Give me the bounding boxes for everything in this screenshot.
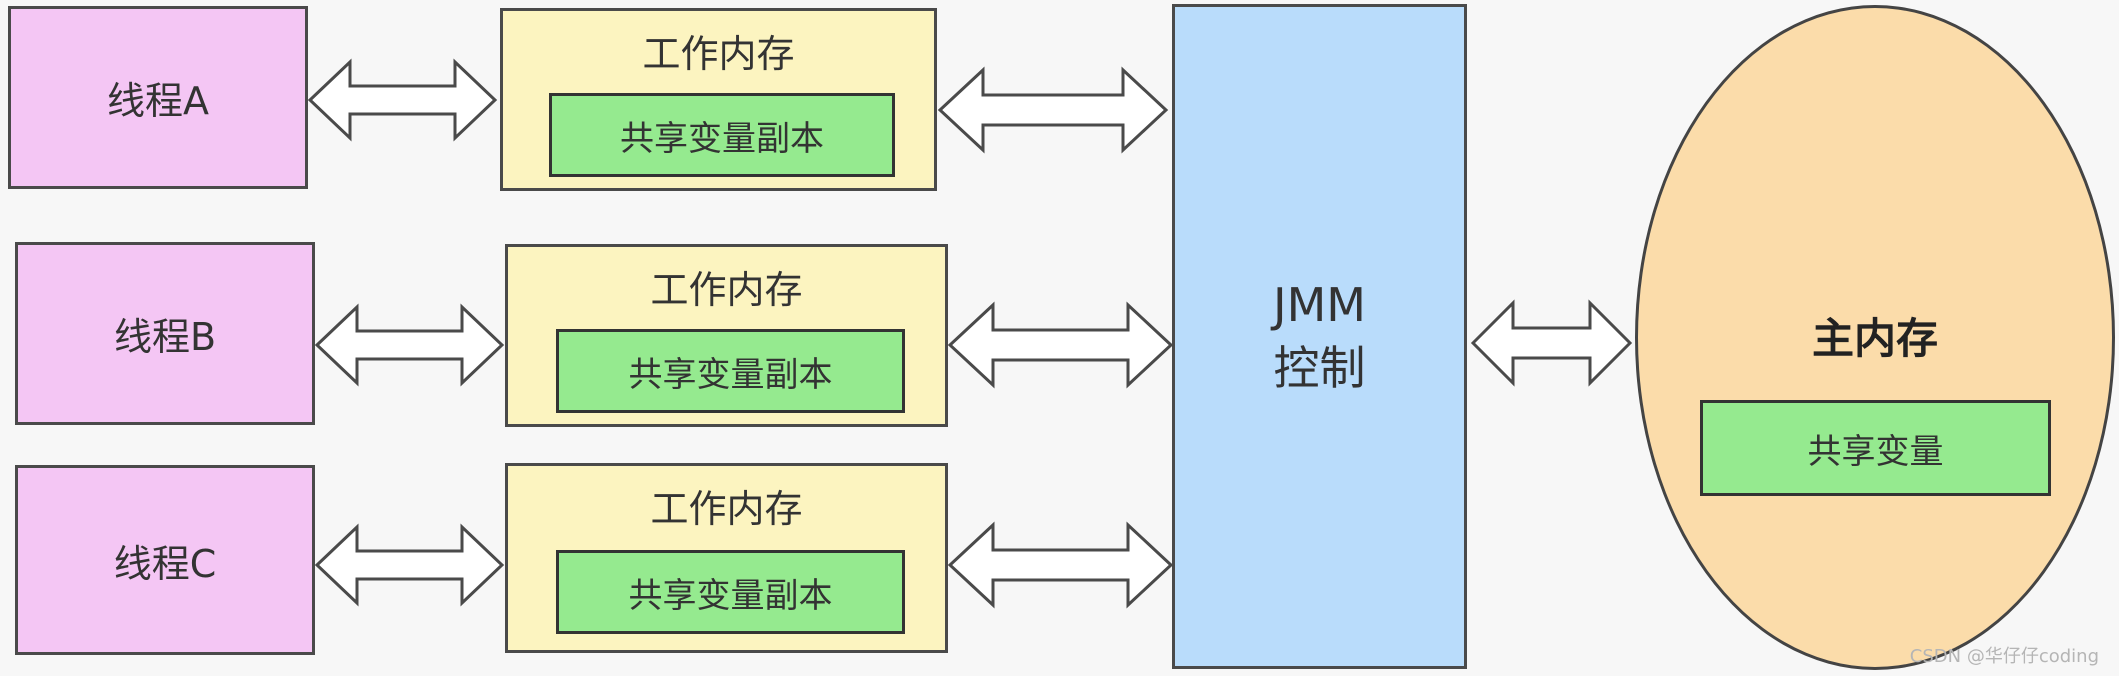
shared-variable-copy-a-label: 共享变量副本 bbox=[620, 118, 824, 159]
working-memory-a-title: 工作内存 bbox=[642, 32, 795, 76]
working-memory-c-title: 工作内存 bbox=[650, 487, 803, 531]
working-memory-b: 工作内存 共享变量副本 bbox=[505, 244, 948, 427]
main-memory-content: 主内存 bbox=[1635, 0, 2115, 676]
shared-variable-copy-b-label: 共享变量副本 bbox=[628, 354, 833, 395]
arrow-thread-b-workmem-b bbox=[314, 303, 505, 387]
thread-a-label: 线程A bbox=[107, 79, 209, 123]
shared-variable-copy-c: 共享变量副本 bbox=[556, 550, 905, 634]
thread-c-box: 线程C bbox=[15, 465, 315, 655]
main-memory-ellipse bbox=[1635, 5, 2115, 670]
working-memory-b-title: 工作内存 bbox=[650, 268, 803, 312]
arrow-jmm-main-memory bbox=[1470, 299, 1633, 387]
arrow-workmem-c-jmm bbox=[947, 521, 1174, 609]
arrow-thread-c-workmem-c bbox=[314, 523, 505, 607]
arrow-workmem-a-jmm bbox=[937, 66, 1169, 154]
jmm-control-box: JMM 控制 bbox=[1172, 4, 1467, 669]
thread-b-label: 线程B bbox=[113, 315, 217, 359]
jmm-control-label: 控制 bbox=[1273, 340, 1366, 395]
shared-variable-label: 共享变量 bbox=[1807, 431, 1944, 472]
shared-variable-copy-a: 共享变量副本 bbox=[549, 93, 895, 177]
main-memory-title: 主内存 bbox=[1811, 314, 1938, 363]
arrow-workmem-b-jmm bbox=[947, 301, 1174, 389]
thread-b-box: 线程B bbox=[15, 242, 315, 425]
thread-c-label: 线程C bbox=[113, 541, 217, 586]
watermark: CSDN @华仔仔coding bbox=[1909, 646, 2099, 667]
working-memory-c: 工作内存 共享变量副本 bbox=[505, 463, 948, 653]
shared-variable-copy-c-label: 共享变量副本 bbox=[628, 575, 833, 616]
shared-variable-copy-b: 共享变量副本 bbox=[556, 329, 905, 413]
thread-a-box: 线程A bbox=[8, 6, 308, 189]
working-memory-a: 工作内存 共享变量副本 bbox=[500, 8, 937, 191]
shared-variable-box: 共享变量 bbox=[1700, 400, 2051, 496]
jmm-label: JMM bbox=[1273, 278, 1366, 333]
arrow-thread-a-workmem-a bbox=[307, 58, 498, 142]
